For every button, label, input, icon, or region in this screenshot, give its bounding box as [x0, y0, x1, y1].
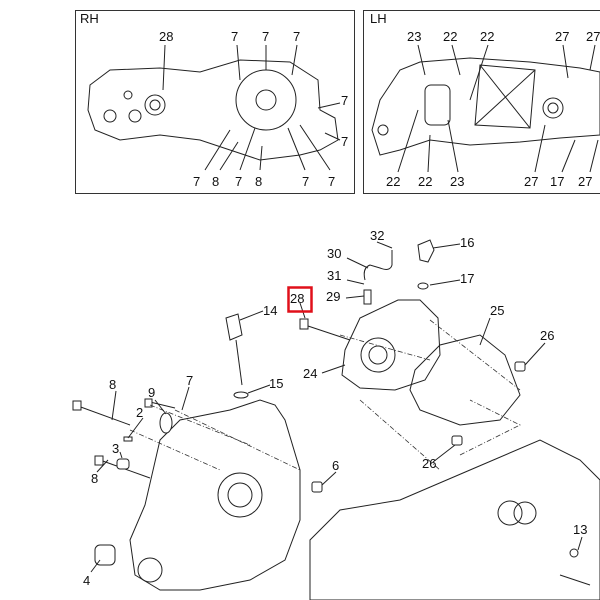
- dipstick: [225, 313, 243, 341]
- lh-label: 27: [578, 174, 592, 189]
- callout-label: 14: [263, 303, 277, 318]
- crankcase-right: [309, 439, 600, 600]
- highlight-box: [287, 286, 313, 313]
- lh-label: 22: [386, 174, 400, 189]
- lh-label: 27: [586, 29, 600, 44]
- callout-label: 32: [370, 228, 384, 243]
- callout-label: 16: [460, 235, 474, 250]
- callout-label: 25: [490, 303, 504, 318]
- callout-label: 24: [303, 366, 317, 381]
- lh-inset: LH 23 22 22 27 27 22 22 23 27 17 27: [363, 10, 600, 194]
- lh-label: 17: [550, 174, 564, 189]
- gasket: [409, 334, 521, 426]
- rh-label: 7: [293, 29, 300, 44]
- rh-inset-title: RH: [80, 11, 99, 26]
- lh-label: 27: [524, 174, 538, 189]
- rh-label: 7: [341, 93, 348, 108]
- callout-labels: 32 16 30 31 17 29 28 14 25 26 24 15 8 7 …: [83, 228, 587, 588]
- lh-label: 22: [418, 174, 432, 189]
- rh-label: 7: [302, 174, 309, 189]
- rh-label: 28: [159, 29, 173, 44]
- rh-label: 8: [255, 174, 262, 189]
- crankcase-cover-right: [341, 299, 441, 391]
- callout-label: 31: [327, 268, 341, 283]
- callout-label: 6: [332, 458, 339, 473]
- callout-label: 7: [186, 373, 193, 388]
- rh-label: 7: [328, 174, 335, 189]
- callout-label: 30: [327, 246, 341, 261]
- rh-label: 7: [235, 174, 242, 189]
- breather-hose: [363, 250, 393, 281]
- callout-label: 15: [269, 376, 283, 391]
- callout-label: 4: [83, 573, 90, 588]
- rh-label: 7: [193, 174, 200, 189]
- rh-inset: RH 28 7 7 7 7 7 7 8 7 8 7 7: [75, 10, 355, 194]
- lh-inset-title: LH: [370, 11, 387, 26]
- lh-label: 23: [450, 174, 464, 189]
- callout-label: 9: [148, 385, 155, 400]
- callout-label: 2: [136, 405, 143, 420]
- callout-label: 29: [326, 289, 340, 304]
- callout-label: 8: [109, 377, 116, 392]
- callout-label: 13: [573, 522, 587, 537]
- oil-seal: [159, 412, 173, 434]
- callout-label: 3: [112, 441, 119, 456]
- lh-label: 27: [555, 29, 569, 44]
- crankcase-left: [129, 399, 301, 591]
- lh-label: 23: [407, 29, 421, 44]
- rh-label: 7: [231, 29, 238, 44]
- callout-label: 26: [540, 328, 554, 343]
- callout-label-highlighted[interactable]: 28: [290, 291, 304, 306]
- rh-label: 7: [341, 134, 348, 149]
- main-exploded-view: [72, 239, 600, 600]
- lh-label: 22: [443, 29, 457, 44]
- lh-label: 22: [480, 29, 494, 44]
- rh-label: 7: [262, 29, 269, 44]
- rh-label: 8: [212, 174, 219, 189]
- callout-label: 8: [91, 471, 98, 486]
- callout-label: 17: [460, 271, 474, 286]
- callout-label: 26: [422, 456, 436, 471]
- oil-filler-cap: [417, 239, 435, 263]
